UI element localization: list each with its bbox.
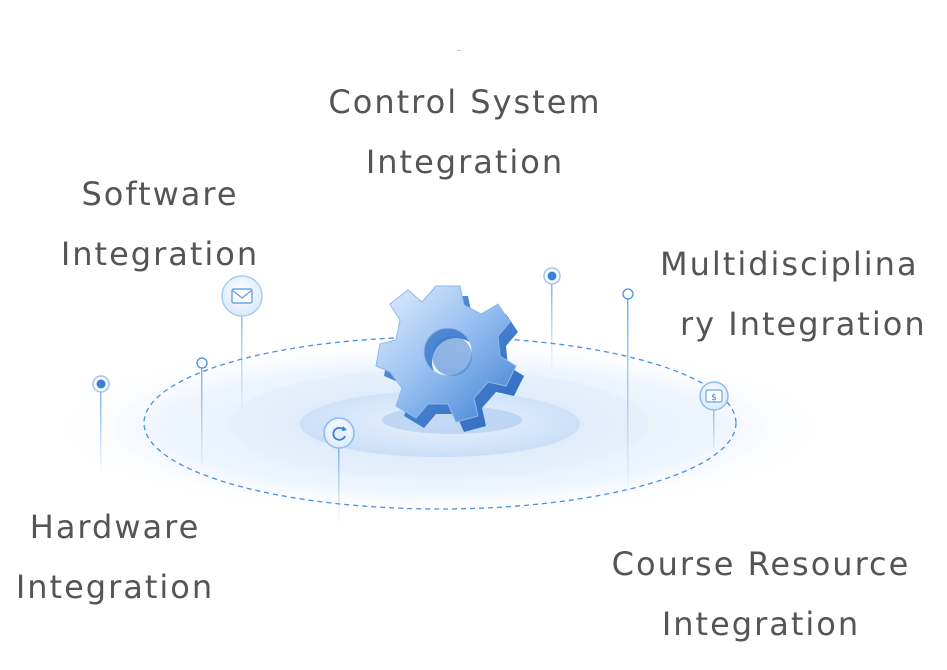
gear-hole-inner (432, 336, 472, 376)
course-resource-integration-label: Course Resource Integration (596, 534, 926, 654)
multidisciplinary-integration-label: Multidisciplina ry Integration (660, 234, 947, 354)
course-resource-label-line1: Course Resource (611, 545, 911, 583)
control-system-label-line2: Integration (365, 143, 565, 181)
software-label-line1: Software (81, 175, 239, 213)
top-mark (457, 50, 461, 51)
dollar-icon: $ (699, 381, 729, 411)
connector-stems (100, 276, 715, 526)
node-hollow-right (622, 288, 634, 300)
software-label-line2: Integration (60, 235, 260, 273)
hardware-label-line1: Hardware (29, 508, 201, 546)
hardware-label-line2: Integration (15, 568, 215, 606)
course-resource-label-line2: Integration (661, 605, 861, 643)
hardware-integration-label: Hardware Integration (0, 497, 230, 617)
control-system-label-line1: Control System (328, 83, 602, 121)
multidisciplinary-label-line1: Multidisciplina (660, 245, 919, 283)
control-system-integration-label: Control System Integration (300, 72, 630, 192)
node-filled-left (92, 375, 110, 393)
node-hollow-left (196, 357, 208, 369)
software-integration-label: Software Integration (40, 164, 280, 284)
multidisciplinary-label-line2: ry Integration (680, 305, 927, 343)
gear-icon (375, 285, 524, 432)
gear-face (375, 285, 517, 423)
orbit-ring (143, 336, 737, 510)
node-filled-right (543, 267, 561, 285)
envelope-icon (221, 275, 263, 317)
refresh-icon (323, 417, 355, 449)
svg-text:$: $ (711, 393, 717, 403)
